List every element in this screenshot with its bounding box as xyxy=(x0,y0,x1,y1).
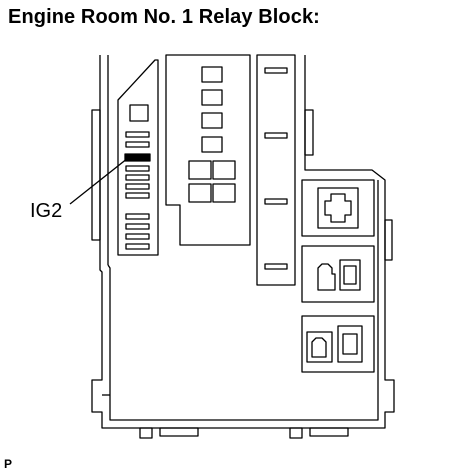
diagram-title: Engine Room No. 1 Relay Block: xyxy=(8,6,320,28)
ig2-callout-label: IG2 xyxy=(30,200,63,222)
relay-socket-middle xyxy=(301,245,375,303)
ig2-relay-slot xyxy=(124,153,151,162)
relay-block-housing xyxy=(91,55,395,439)
corner-mark: P xyxy=(4,457,13,471)
fuse-column-left xyxy=(117,59,159,256)
relay-socket-top xyxy=(301,179,375,237)
ig2-leader-line xyxy=(69,157,129,205)
fuse-column-right xyxy=(256,54,296,286)
relay-socket-bottom xyxy=(301,315,375,373)
fuse-column-middle xyxy=(165,54,251,246)
